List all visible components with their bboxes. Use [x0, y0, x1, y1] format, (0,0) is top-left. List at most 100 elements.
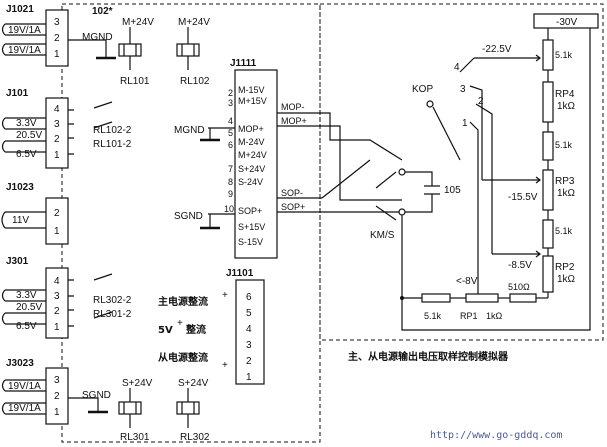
- svg-text:RL102-2: RL102-2: [93, 125, 132, 136]
- connector-j3023: J3023 3 2 1 19V/1A 19V/1A SGND: [1, 358, 111, 425]
- connector-j301: J301 4 3 2 1 3.3V 20.5V 6.5V RL302-2 RL3…: [1, 256, 132, 339]
- main-board-frame: [61, 3, 321, 443]
- figure-caption: 主、从电源输出电压取样控制模拟器: [348, 350, 509, 363]
- svg-text:5.1k: 5.1k: [555, 50, 573, 60]
- svg-text:M+24V: M+24V: [178, 17, 210, 28]
- watermark-url: http://www.go-gddq.com: [430, 430, 562, 441]
- svg-text:+: +: [222, 290, 228, 301]
- svg-text:RL101-2: RL101-2: [93, 139, 132, 150]
- relay-rl302: S+24V RL302: [176, 378, 210, 443]
- svg-text:S-24V: S-24V: [238, 177, 263, 187]
- svg-text:-30V: -30V: [556, 17, 577, 28]
- sampling-simulator: -30V 5.1k RP4 1kΩ 5.1k RP3 1kΩ 5.1k RP2 …: [321, 13, 599, 331]
- svg-text:3: 3: [54, 291, 60, 302]
- svg-text:3: 3: [54, 119, 60, 130]
- svg-text:M-24V: M-24V: [238, 137, 265, 147]
- svg-text:KOP: KOP: [412, 84, 433, 95]
- svg-text:1: 1: [54, 407, 60, 418]
- svg-text:19V/1A: 19V/1A: [8, 381, 41, 392]
- connector-label: J1111: [230, 58, 257, 69]
- svg-text:S+24V: S+24V: [122, 378, 153, 389]
- svg-text:RL102: RL102: [180, 76, 210, 87]
- svg-text:1: 1: [54, 322, 60, 333]
- svg-text:S+15V: S+15V: [238, 222, 265, 232]
- svg-text:8: 8: [228, 177, 233, 187]
- svg-text:4: 4: [54, 104, 60, 115]
- svg-text:1: 1: [462, 118, 468, 129]
- svg-text:KM/S: KM/S: [370, 230, 395, 241]
- svg-text:M+24V: M+24V: [238, 150, 267, 160]
- connector-label: J101: [6, 88, 29, 99]
- svg-text:MOP+: MOP+: [281, 116, 307, 126]
- svg-text:M-15V: M-15V: [238, 85, 265, 95]
- svg-text:+: +: [177, 318, 183, 329]
- svg-text:SOP-: SOP-: [281, 188, 303, 198]
- connector-j1101: J1101 6 5 4 3 2 1 主电源整流 + 5V + 整流 从电源整流 …: [158, 268, 265, 385]
- svg-text:1kΩ: 1kΩ: [557, 274, 576, 285]
- svg-text:20.5V: 20.5V: [16, 302, 42, 313]
- connector-j1021: J1021 3 2 1 19V/1A 19V/1A MGND: [1, 4, 116, 67]
- svg-text:9: 9: [228, 189, 233, 199]
- svg-text:RL302: RL302: [180, 432, 210, 443]
- connector-label: J301: [6, 256, 29, 267]
- svg-text:+: +: [222, 360, 228, 371]
- svg-text:<-8V: <-8V: [456, 276, 478, 287]
- svg-text:3: 3: [246, 340, 252, 351]
- svg-text:RP4: RP4: [555, 89, 575, 100]
- svg-text:从电源整流: 从电源整流: [158, 351, 208, 364]
- svg-text:RL301: RL301: [120, 432, 150, 443]
- svg-text:510Ω: 510Ω: [508, 282, 530, 292]
- svg-text:19V/1A: 19V/1A: [8, 45, 41, 56]
- svg-text:4: 4: [54, 276, 60, 287]
- connector-label: J1023: [6, 182, 34, 193]
- svg-text:主电源整流: 主电源整流: [158, 295, 208, 308]
- connector-label: J3023: [6, 358, 34, 369]
- svg-text:SOP+: SOP+: [238, 206, 262, 216]
- svg-text:MOP-: MOP-: [281, 102, 305, 112]
- svg-text:4: 4: [246, 324, 252, 335]
- svg-text:10: 10: [224, 204, 234, 214]
- svg-text:RL101: RL101: [120, 76, 150, 87]
- svg-text:6: 6: [246, 292, 252, 303]
- svg-text:RP3: RP3: [555, 176, 575, 187]
- svg-text:5: 5: [246, 308, 252, 319]
- svg-text:2: 2: [54, 33, 60, 44]
- svg-text:MOP+: MOP+: [238, 124, 264, 134]
- svg-text:6.5V: 6.5V: [16, 149, 37, 160]
- svg-text:19V/1A: 19V/1A: [8, 403, 41, 414]
- connector-j101: J101 4 3 2 1 3.3V 20.5V 6.5V RL102-2 RL1…: [1, 88, 132, 169]
- svg-text:6: 6: [228, 140, 233, 150]
- svg-text:整流: 整流: [185, 323, 206, 336]
- relay-rl102: M+24V RL102: [176, 17, 210, 87]
- svg-text:5V: 5V: [158, 325, 173, 336]
- svg-text:MGND: MGND: [82, 32, 113, 43]
- svg-text:3.3V: 3.3V: [16, 118, 37, 129]
- svg-text:1kΩ: 1kΩ: [486, 311, 503, 321]
- svg-text:3: 3: [54, 375, 60, 386]
- svg-text:3.3V: 3.3V: [16, 290, 37, 301]
- svg-text:RL302-2: RL302-2: [93, 295, 132, 306]
- svg-text:4: 4: [228, 116, 233, 126]
- svg-text:2: 2: [54, 208, 60, 219]
- svg-text:1: 1: [54, 49, 60, 60]
- svg-text:20.5V: 20.5V: [16, 130, 42, 141]
- svg-text:4: 4: [454, 62, 460, 73]
- svg-text:1: 1: [246, 372, 252, 383]
- svg-text:5.1k: 5.1k: [424, 311, 442, 321]
- svg-text:2: 2: [228, 88, 233, 98]
- svg-text:S+24V: S+24V: [238, 164, 265, 174]
- svg-text:3: 3: [54, 17, 60, 28]
- svg-text:2: 2: [54, 306, 60, 317]
- connector-label: J1021: [6, 4, 34, 15]
- svg-text:RL301-2: RL301-2: [93, 309, 132, 320]
- connector-j1111: J1111 2 3 4 5 6 7 8 9 10 M-15V M+15V MOP…: [174, 58, 322, 259]
- simulator-frame: [319, 3, 604, 341]
- svg-text:S+24V: S+24V: [178, 378, 209, 389]
- svg-text:SOP+: SOP+: [281, 202, 305, 212]
- svg-text:2: 2: [478, 96, 484, 107]
- svg-text:19V/1A: 19V/1A: [8, 25, 41, 36]
- svg-text:-15.5V: -15.5V: [508, 192, 538, 203]
- svg-text:S-15V: S-15V: [238, 237, 263, 247]
- connector-label: J1101: [226, 268, 254, 279]
- svg-text:1: 1: [54, 226, 60, 237]
